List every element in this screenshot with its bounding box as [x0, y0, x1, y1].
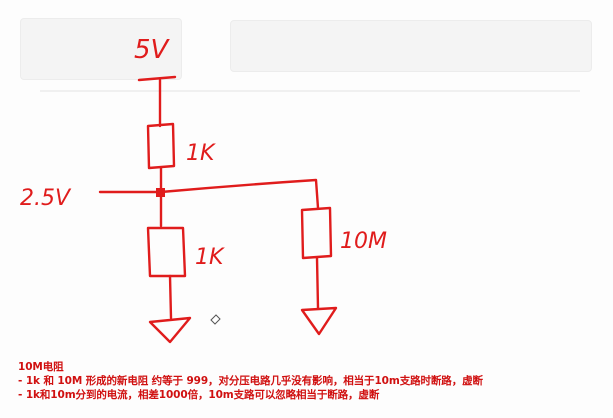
supply-terminal-bar [137, 75, 177, 82]
notes-block: 10M电阻 - 1k 和 10M 形成的新电阻 约等于 999，对分压电路几乎没… [18, 360, 608, 402]
background-panel [20, 18, 182, 80]
ground-symbol-left [148, 316, 192, 344]
resistor-top-label: 1K [186, 141, 216, 166]
resistor-parallel-label: 10M [340, 229, 387, 254]
notes-line-2: - 1k和10m分到的电流，相差1000倍，10m支路可以忽略相当于断路，虚断 [18, 389, 380, 401]
notes-line-1: - 1k 和 10M 形成的新电阻 约等于 999，对分压电路几乎没有影响，相当… [18, 375, 483, 387]
background-panel [230, 20, 592, 72]
resistor-bottom-label: 1K [195, 245, 225, 270]
wire-node-to-parallel-branch [159, 178, 320, 210]
pointer-cursor-icon [210, 314, 221, 325]
resistor-parallel [300, 206, 333, 260]
background-divider [40, 90, 580, 92]
ground-symbol-right [300, 306, 338, 336]
notes-title: 10M电阻 [18, 361, 64, 373]
resistor-top [146, 122, 176, 170]
supply-voltage-label: 5V [134, 35, 171, 65]
wire-r-parallel-to-ground [315, 256, 320, 310]
node-voltage-label: 2.5V [20, 186, 72, 211]
resistor-bottom [146, 226, 187, 278]
wire-r-bottom-to-ground [168, 274, 173, 320]
